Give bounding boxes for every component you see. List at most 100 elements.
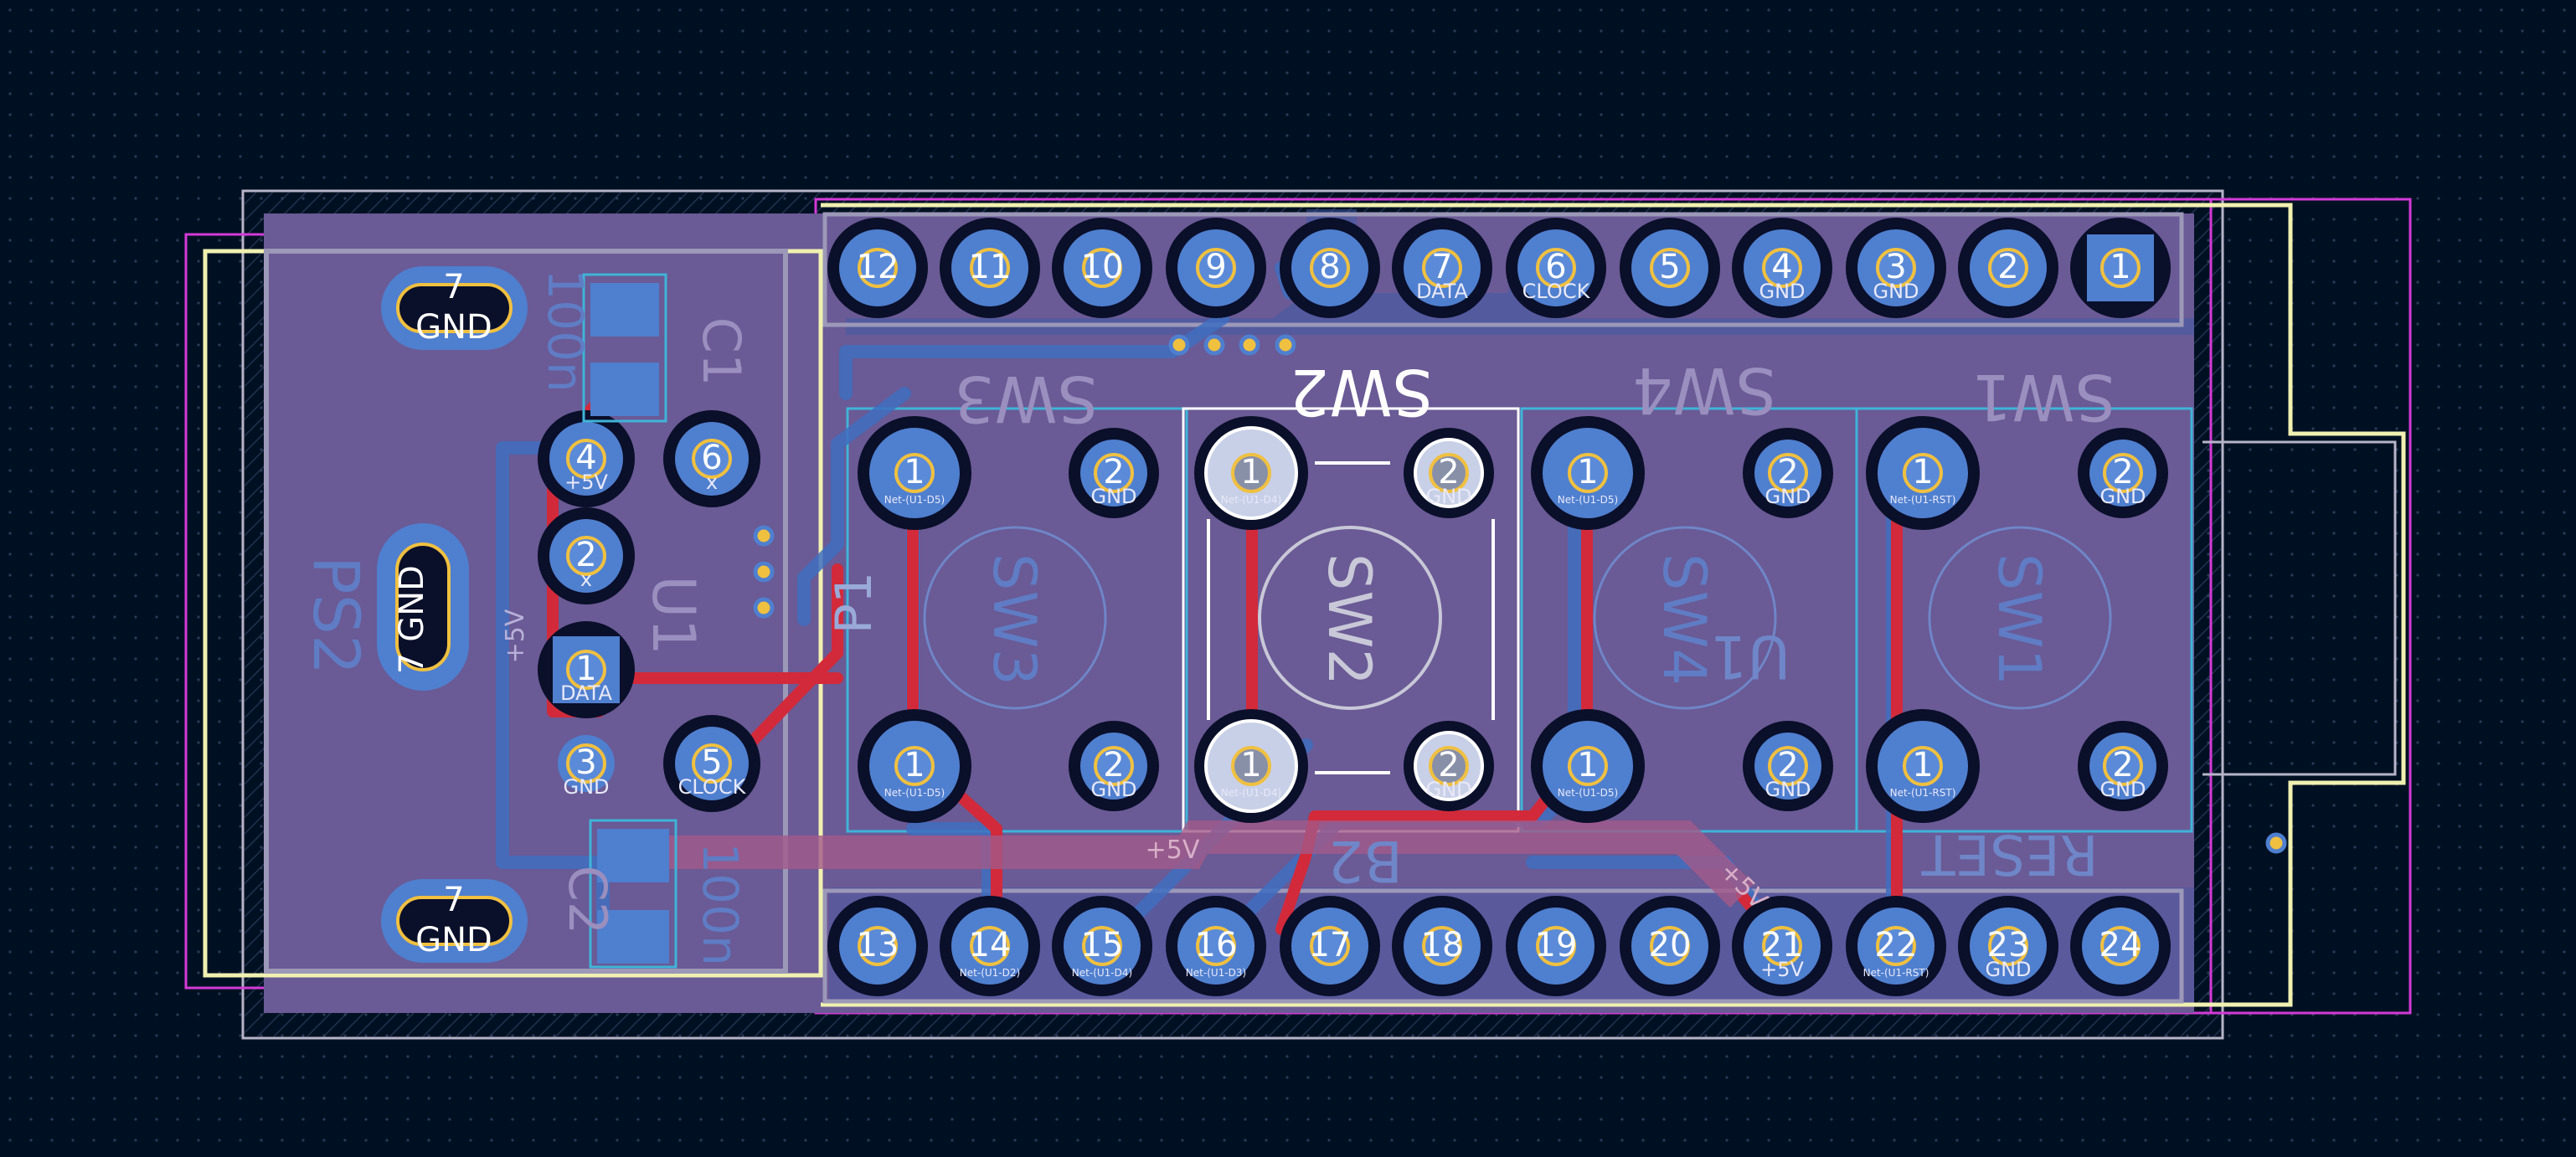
pad-number: 2	[1777, 746, 1798, 784]
fab-sw4: SW4	[1650, 553, 1718, 686]
fab-sw2: SW2	[1315, 553, 1383, 686]
pad-number: 3	[1885, 248, 1906, 286]
pad-number: 6	[701, 439, 722, 477]
u1-top-pin-2[interactable]: 2	[1958, 218, 2058, 318]
u1-bottom-pin-17[interactable]: 17	[1280, 896, 1380, 996]
pad-net-label: GND	[1765, 778, 1811, 801]
u1-bottom-pin-24[interactable]: 24	[2070, 896, 2171, 996]
pad-number: 20	[1649, 926, 1692, 964]
pad-net-label: Net-(U1-D4)	[1221, 494, 1281, 506]
ref-c1: C1	[691, 317, 752, 387]
pad-number: 14	[969, 926, 1012, 964]
ref-c2: C2	[557, 866, 618, 935]
pad-net-label: x	[580, 568, 592, 591]
pad-number: 2	[1997, 248, 2018, 286]
pad-net-label: Net-(U1-D2)	[960, 967, 1020, 979]
pad-net-label: Net-(U1-D4)	[1221, 787, 1281, 799]
ref-ps2: PS2	[299, 556, 374, 675]
ps2-pin-2[interactable]: 2x	[538, 507, 635, 604]
u1-bottom-pin-13[interactable]: 13	[827, 896, 928, 996]
sw1-outline	[1855, 407, 2193, 833]
u1-top-pin-1[interactable]: 1	[2070, 218, 2171, 318]
pad-net-label: +5V	[1760, 958, 1804, 981]
u1-top-pin-12[interactable]: 12	[827, 218, 928, 318]
u1-bottom-pin-20[interactable]: 20	[1620, 896, 1720, 996]
ps2-pin-6[interactable]: 6x	[663, 410, 760, 507]
pad-number: 23	[1987, 926, 2030, 964]
pad-number: 1	[575, 650, 596, 688]
pad-net-label: GND	[1425, 485, 1471, 508]
pad-net-label: x	[706, 471, 718, 494]
ref-p1: P1	[825, 572, 884, 634]
pad-net-label: +5V	[564, 471, 608, 494]
u1-bottom-pin-21[interactable]: 21+5V	[1732, 896, 1832, 996]
u1-top-pin-5[interactable]: 5	[1620, 218, 1720, 318]
pad-number: 18	[1421, 926, 1464, 964]
mount-pad-number: 7	[443, 268, 464, 306]
p5v-power-trace	[636, 820, 1754, 908]
trace-label-p5v-bottom: +5V	[1146, 836, 1200, 865]
pad-number: 22	[1875, 926, 1918, 964]
sw3-outline	[846, 407, 1188, 833]
pad-net-label: CLOCK	[1522, 280, 1591, 303]
ps2-pin-4[interactable]: 4+5V	[538, 410, 635, 507]
pad-net-label: Net-(U1-D3)	[1186, 967, 1246, 979]
u1-silk-outline-bottom	[822, 888, 2184, 1004]
u1-bottom-pin-18[interactable]: 18	[1392, 896, 1492, 996]
pad-net-label: GND	[1090, 485, 1136, 508]
pad-number: 2	[1438, 746, 1459, 784]
sw3-circle	[923, 526, 1107, 710]
pad-net-label: Net-(U1-D4)	[1072, 967, 1132, 979]
u1-top-pin-11[interactable]: 11	[940, 218, 1040, 318]
pad-number: 12	[857, 248, 899, 286]
pad-number: 13	[857, 926, 899, 964]
pad-number: 1	[1912, 746, 1933, 784]
pad-number: 10	[1081, 248, 1124, 286]
ref-reset: RESET	[1921, 822, 2099, 887]
pad-net-label: CLOCK	[678, 775, 747, 799]
pad-number: 2	[1438, 453, 1459, 491]
pad-net-label: Net-(U1-RST)	[1863, 967, 1929, 979]
u1-bottom-pin-19[interactable]: 19	[1506, 896, 1606, 996]
pad-number: 2	[575, 536, 596, 574]
pad-net-label: GND	[2099, 778, 2146, 801]
u1-top-pin-10[interactable]: 10	[1052, 218, 1152, 318]
u1-top-pin-9[interactable]: 9	[1166, 218, 1266, 318]
pad-number: 2	[1777, 453, 1798, 491]
u1-top-pin-8[interactable]: 8	[1280, 218, 1380, 318]
pad-number: 2	[1103, 453, 1124, 491]
usb-courtyard-magenta	[2209, 198, 2412, 1015]
pad-number: 1	[1577, 453, 1598, 491]
pad-net-label: GND	[1425, 778, 1471, 801]
